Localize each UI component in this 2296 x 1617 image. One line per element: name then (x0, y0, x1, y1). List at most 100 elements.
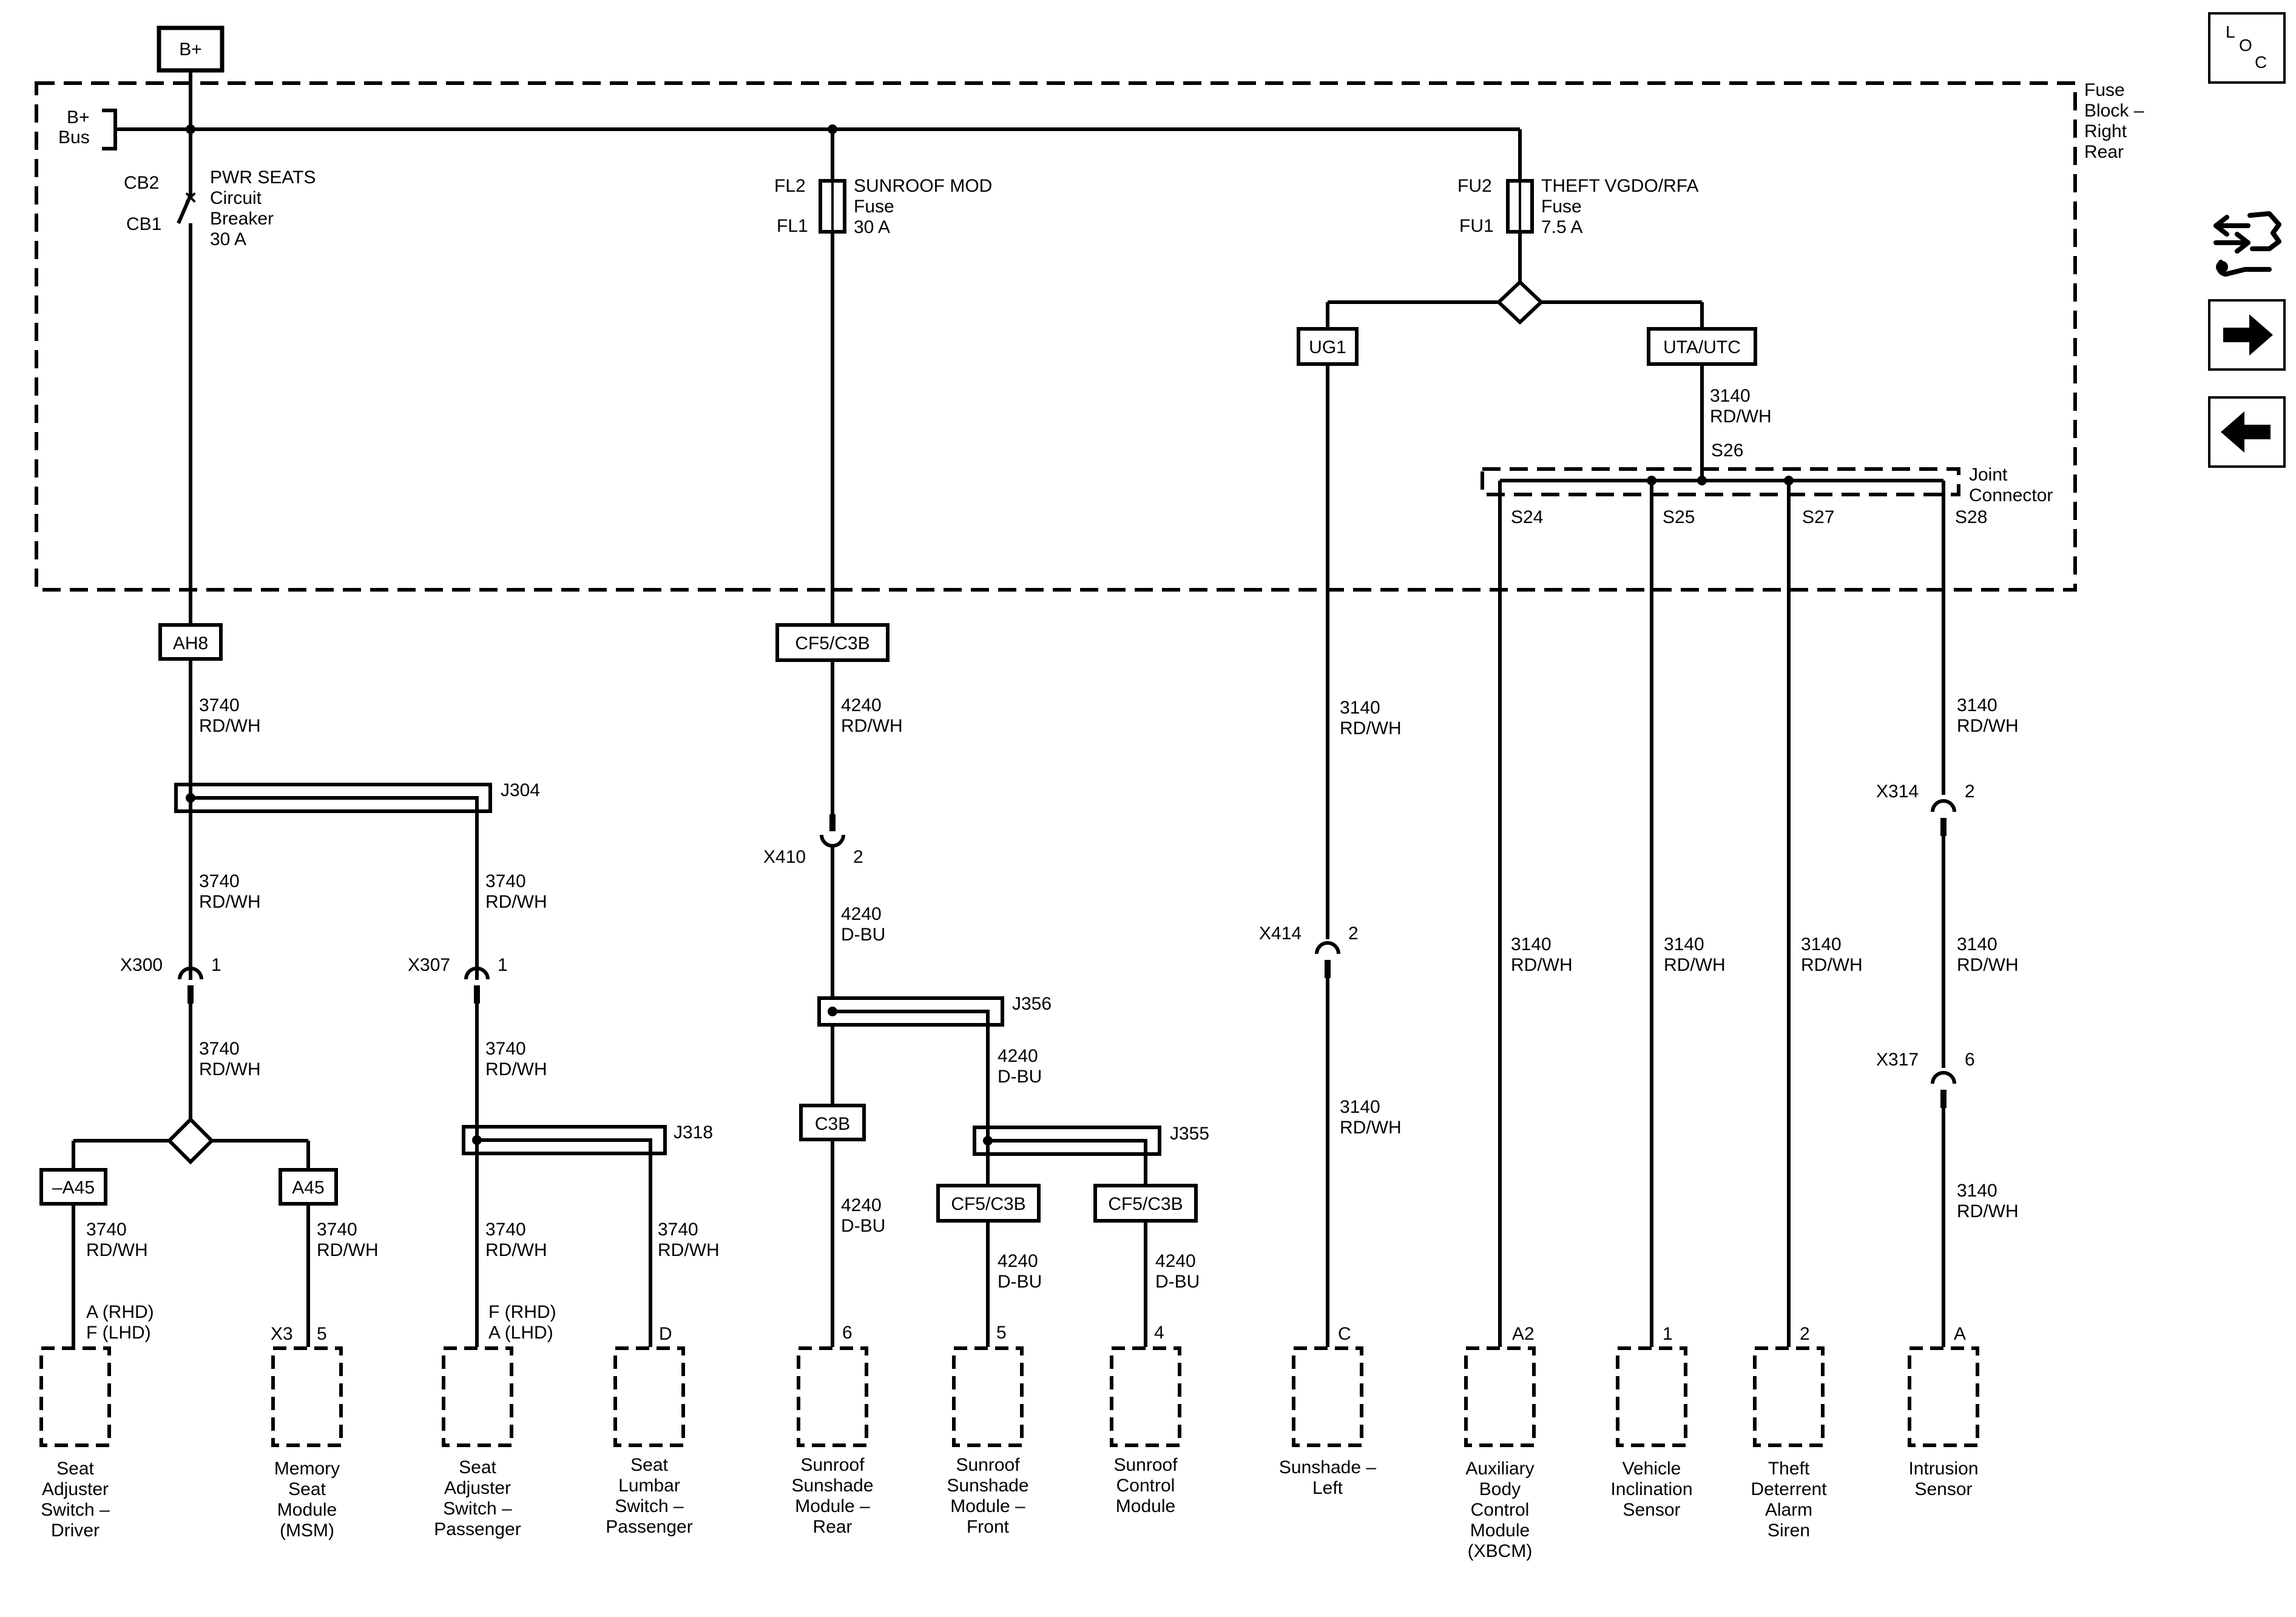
svg-text:RD/WH: RD/WH (485, 892, 547, 912)
component-theft-deterrent-alarm-siren[interactable] (1753, 1346, 1825, 1447)
breaker-x-icon: × (184, 186, 197, 209)
option-cf5-c3b-control-box (1093, 1184, 1198, 1223)
component-vehicle-inclination-sensor[interactable] (1616, 1346, 1687, 1447)
inline-connector-x314 (1931, 799, 1956, 836)
svg-text:THEFT VGDO/RFA: THEFT VGDO/RFA (1541, 176, 1698, 196)
svg-text:RD/WH: RD/WH (1710, 407, 1772, 427)
svg-text:X314: X314 (1876, 781, 1919, 802)
loc-icon[interactable]: L O C (2208, 12, 2286, 84)
svg-text:Lumbar: Lumbar (618, 1476, 680, 1496)
fu1-pin: FU1 (1459, 216, 1494, 236)
svg-text:2: 2 (1965, 781, 1975, 802)
inline-connector-x307 (464, 967, 490, 1004)
svg-text:RD/WH: RD/WH (841, 716, 903, 736)
svg-text:X410: X410 (763, 847, 806, 867)
svg-text:30 A: 30 A (210, 229, 246, 249)
svg-text:F (LHD): F (LHD) (86, 1323, 151, 1343)
svg-text:Module: Module (277, 1500, 337, 1520)
svg-text:3140: 3140 (1957, 1181, 1997, 1201)
svg-text:D-BU: D-BU (998, 1067, 1042, 1087)
svg-text:3740: 3740 (485, 1039, 526, 1059)
svg-text:Sunshade –: Sunshade – (1279, 1457, 1376, 1477)
svg-text:Body: Body (1479, 1479, 1521, 1499)
joint-connector-label: Joint Connector (1969, 465, 2053, 505)
svg-text:Fuse: Fuse (2084, 80, 2125, 100)
prev-page-icon[interactable] (2208, 396, 2286, 468)
svg-text:4240: 4240 (841, 1195, 882, 1215)
svg-text:Control: Control (1116, 1476, 1175, 1496)
j356-label: J356 (1012, 994, 1052, 1014)
pwr-seats-circuit-breaker: × (177, 129, 197, 625)
svg-text:X300: X300 (120, 955, 163, 975)
j355-label: J355 (1170, 1124, 1209, 1144)
component-seat-adjuster-switch-passenger[interactable] (442, 1346, 513, 1447)
component-sunroof-sunshade-module-rear[interactable] (797, 1346, 868, 1447)
svg-text:Adjuster: Adjuster (42, 1479, 109, 1499)
svg-text:Block –: Block – (2084, 101, 2144, 121)
svg-text:3740: 3740 (199, 871, 240, 891)
svg-text:Rear: Rear (2084, 142, 2124, 162)
svg-text:Sunroof: Sunroof (1113, 1455, 1178, 1475)
component-memory-seat-module[interactable] (271, 1346, 343, 1447)
j304-label: J304 (501, 780, 540, 800)
svg-text:3140: 3140 (1710, 386, 1751, 406)
svg-text:RD/WH: RD/WH (1957, 716, 2019, 736)
fuse-block-label: Fuse Block – Right Rear (2084, 80, 2144, 162)
svg-text:D-BU: D-BU (1155, 1272, 1200, 1292)
component-names: Seat Adjuster Switch – Driver Memory Sea… (41, 1455, 1978, 1561)
svg-text:Joint: Joint (1969, 465, 2008, 485)
svg-text:Seat: Seat (630, 1455, 668, 1475)
svg-text:CF5/C3B: CF5/C3B (951, 1194, 1025, 1214)
svg-text:D-BU: D-BU (998, 1272, 1042, 1292)
svg-text:–A45: –A45 (52, 1178, 95, 1198)
svg-text:Seat: Seat (56, 1459, 94, 1479)
fl-label: SUNROOF MOD Fuse 30 A (854, 176, 992, 237)
component-sunroof-sunshade-module-front[interactable] (952, 1346, 1024, 1447)
next-page-icon[interactable] (2208, 299, 2286, 371)
connector-tools-icon[interactable] (2213, 211, 2281, 277)
option-cf5-c3b-front-box (936, 1184, 1041, 1223)
svg-text:Adjuster: Adjuster (444, 1478, 511, 1498)
svg-text:Deterrent: Deterrent (1751, 1479, 1827, 1499)
svg-text:RD/WH: RD/WH (1511, 955, 1573, 975)
component-xbcm[interactable] (1464, 1346, 1536, 1447)
option-cf5-c3b-box (775, 623, 890, 662)
component-intrusion-sensor[interactable] (1908, 1346, 1979, 1447)
s28-label: S28 (1955, 507, 1987, 527)
s25-label: S25 (1663, 507, 1695, 527)
s24-label: S24 (1511, 507, 1543, 527)
svg-text:4240: 4240 (841, 695, 882, 715)
svg-text:3740: 3740 (658, 1220, 698, 1240)
s26-label: S26 (1711, 441, 1743, 461)
component-seat-lumbar-switch-passenger[interactable] (613, 1346, 685, 1447)
fu-label: THEFT VGDO/RFA Fuse 7.5 A (1541, 176, 1698, 237)
svg-text:RD/WH: RD/WH (317, 1240, 379, 1260)
svg-text:Switch –: Switch – (41, 1500, 110, 1520)
component-seat-adjuster-switch-driver[interactable] (39, 1346, 111, 1447)
svg-text:Sunroof: Sunroof (800, 1455, 865, 1475)
svg-text:Siren: Siren (1768, 1521, 1810, 1541)
svg-text:Module: Module (1470, 1521, 1530, 1541)
svg-text:Auxiliary: Auxiliary (1465, 1459, 1534, 1479)
svg-text:Switch –: Switch – (615, 1496, 684, 1516)
svg-text:6: 6 (1965, 1050, 1975, 1070)
svg-text:Driver: Driver (51, 1521, 100, 1541)
component-sunshade-left[interactable] (1292, 1346, 1363, 1447)
svg-text:Passenger: Passenger (606, 1517, 692, 1537)
svg-text:Module: Module (1116, 1496, 1175, 1516)
svg-text:Connector: Connector (1969, 485, 2053, 505)
bus-label-line1: B+ (67, 107, 90, 127)
svg-text:D: D (659, 1324, 672, 1344)
svg-text:F (RHD): F (RHD) (488, 1302, 556, 1322)
svg-text:C: C (2255, 53, 2267, 72)
svg-text:RD/WH: RD/WH (199, 892, 261, 912)
svg-text:Right: Right (2084, 121, 2127, 141)
component-sunroof-control-module[interactable] (1110, 1346, 1181, 1447)
svg-text:Sunshade: Sunshade (947, 1476, 1028, 1496)
joint-connector (1481, 467, 1960, 496)
svg-text:2: 2 (1348, 923, 1359, 944)
j318-label: J318 (674, 1122, 713, 1143)
svg-text:Memory: Memory (274, 1459, 340, 1479)
svg-text:A45: A45 (292, 1178, 324, 1198)
svg-text:RD/WH: RD/WH (199, 1059, 261, 1079)
